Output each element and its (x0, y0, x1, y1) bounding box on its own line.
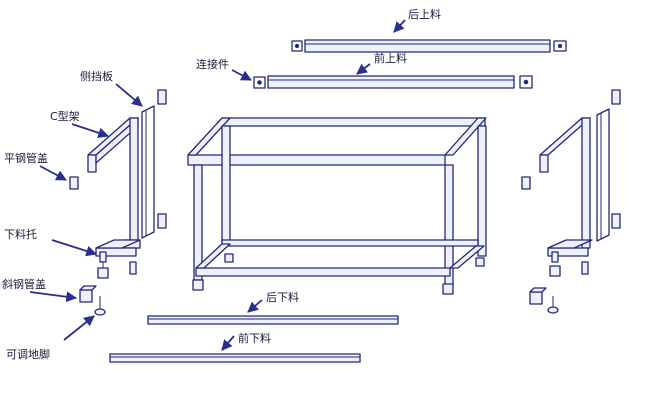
connector-part-right (519, 75, 533, 89)
side-panel-arrow (115, 83, 143, 107)
left-c-frame-part (87, 117, 141, 257)
left-adjustable-foot (94, 296, 106, 316)
rear-top-rail-part (304, 39, 551, 53)
flat-tube-cap-arrow (39, 165, 67, 181)
left-side-panel-caps (157, 89, 167, 229)
rear-top-rail-arrow (393, 19, 406, 33)
left-bottom-bracket (99, 251, 107, 270)
right-flat-tube-cap (521, 176, 531, 190)
front-top-rail-part (267, 75, 515, 89)
c-frame-arrow (71, 123, 110, 139)
front-top-rail-label: 前上料 (374, 51, 407, 65)
connector-label: 连接件 (196, 58, 229, 71)
right-c-frame-part (539, 117, 593, 257)
right-adjustable-foot (547, 296, 559, 314)
connector-part-left (253, 76, 266, 89)
angled-tube-cap-arrow (29, 291, 78, 303)
c-frame-label: C型架 (50, 109, 80, 123)
right-side-panel-part (596, 108, 610, 242)
rear-bottom-rail-arrow (247, 299, 263, 313)
rear-bottom-rail-label: 后下料 (266, 290, 299, 304)
adjustable-foot-arrow (63, 315, 95, 341)
adjustable-foot-label: 可调地脚 (6, 347, 50, 361)
right-angled-tube-cap (529, 287, 547, 305)
bottom-bracket-arrow (51, 239, 98, 257)
flat-tube-cap-label: 平钢管盖 (4, 151, 48, 165)
front-top-rail-arrow (356, 63, 371, 75)
left-angled-tube-cap (79, 285, 97, 303)
main-frame-part (187, 117, 487, 295)
left-foot-assembly (97, 261, 137, 279)
left-side-panel-part (141, 105, 155, 239)
connector-arrow (231, 69, 252, 81)
front-bottom-rail-part (109, 353, 361, 363)
front-bottom-rail-label: 前下料 (238, 331, 271, 345)
right-side-panel-caps (611, 89, 621, 229)
angled-tube-cap-label: 斜钢管盖 (2, 277, 46, 291)
bottom-bracket-label: 下料托 (4, 227, 37, 241)
rear-top-rail-connector-left (291, 40, 303, 52)
rear-top-rail-connector-right (553, 40, 567, 52)
rear-bottom-rail-part (147, 315, 399, 325)
right-bottom-bracket (549, 251, 589, 277)
rear-top-rail-label: 后上料 (408, 7, 441, 21)
left-flat-tube-cap (69, 176, 79, 190)
front-bottom-rail-arrow (221, 335, 235, 351)
side-panel-label: 侧挡板 (80, 69, 113, 83)
